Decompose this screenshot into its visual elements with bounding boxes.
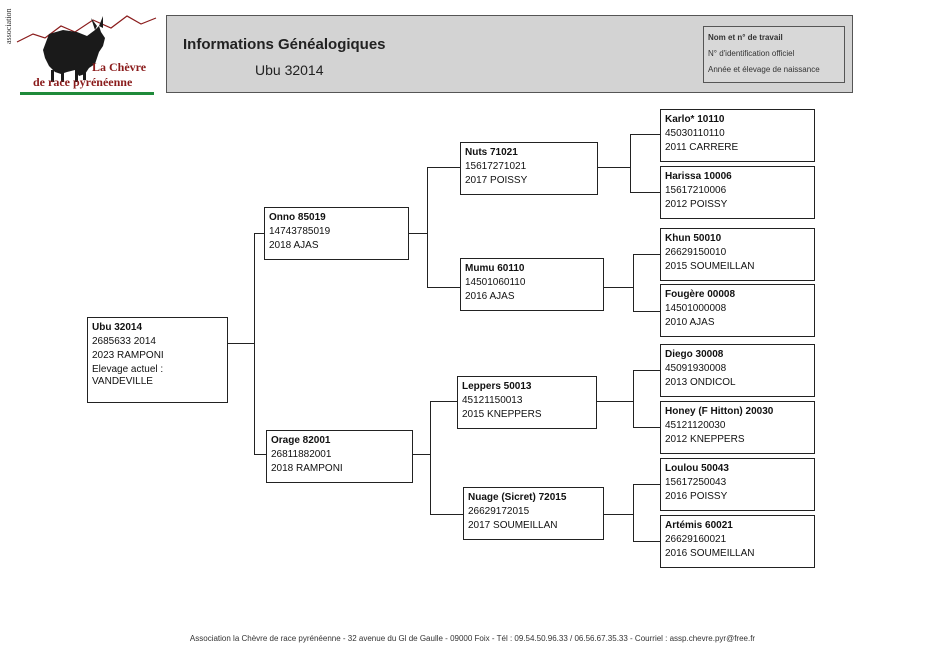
animal-birth: 2010 AJAS: [665, 317, 715, 328]
pedigree-card-ggp: Khun 50010 26629150010 2015 SOUMEILLAN: [660, 228, 815, 281]
logo-vertical-text: association: [4, 8, 13, 44]
animal-id: 45121150013: [462, 395, 523, 406]
legend-line-name: Nom et n° de travail: [708, 33, 783, 42]
animal-birth: 2016 POISSY: [665, 491, 728, 502]
animal-birth: 2012 POISSY: [665, 199, 728, 210]
legend-line-id: N° d'identification officiel: [708, 49, 795, 58]
animal-id: 26629150010: [665, 247, 727, 258]
animal-id: 14743785019: [269, 226, 331, 237]
pedigree-card-ggp: Honey (F Hitton) 20030 45121120030 2012 …: [660, 401, 815, 454]
pedigree-card-ggp: Karlo* 10110 45030110110 2011 CARRERE: [660, 109, 815, 162]
animal-id: 45121120030: [665, 420, 726, 431]
footer-address: Association la Chèvre de race pyrénéenne…: [189, 634, 756, 643]
logo-name-line1: La Chèvre: [92, 60, 147, 74]
legend-line-birth: Année et élevage de naissance: [708, 65, 820, 74]
animal-id: 14501000008: [665, 303, 727, 314]
animal-id: 26629160021: [665, 534, 727, 545]
animal-id: 26629172015: [468, 506, 530, 517]
logo-name-line2: de race pyrénéenne: [33, 75, 133, 89]
pedigree-card-ggp: Harissa 10006 15617210006 2012 POISSY: [660, 166, 815, 219]
animal-birth: 2015 SOUMEILLAN: [665, 261, 755, 272]
pedigree-card-ggp: Diego 30008 45091930008 2013 ONDICOL: [660, 344, 815, 397]
logo-underline: [20, 92, 154, 95]
animal-birth: 2011 CARRERE: [665, 142, 739, 153]
breeder-label: Elevage actuel :: [92, 364, 164, 375]
animal-id: 15617250043: [665, 477, 727, 488]
animal-name: Mumu 60110: [465, 263, 525, 274]
pedigree-card-dam: Orage 82001 26811882001 2018 RAMPONI: [266, 430, 413, 483]
pedigree-card-sire: Onno 85019 14743785019 2018 AJAS: [264, 207, 409, 260]
animal-id: 15617271021: [465, 161, 527, 172]
animal-birth: 2018 AJAS: [269, 240, 319, 251]
pedigree-card-ggp: Artémis 60021 26629160021 2016 SOUMEILLA…: [660, 515, 815, 568]
pedigree-card-ggp: Fougère 00008 14501000008 2010 AJAS: [660, 284, 815, 337]
animal-id: 26811882001: [271, 449, 332, 460]
pedigree-card-dam-dam: Nuage (Sicret) 72015 26629172015 2017 SO…: [463, 487, 604, 540]
animal-name: Diego 30008: [665, 349, 724, 360]
goat-logo-icon: [16, 15, 157, 82]
animal-name: Nuage (Sicret) 72015: [468, 492, 567, 503]
legend-box: Nom et n° de travail N° d'identification…: [703, 26, 845, 83]
animal-name: Orage 82001: [271, 435, 331, 446]
pedigree-card-subject: Ubu 32014 2685633 2014 2023 RAMPONI Elev…: [87, 317, 228, 403]
animal-birth: 2013 ONDICOL: [665, 377, 736, 388]
animal-birth: 2016 AJAS: [465, 291, 515, 302]
animal-name: Artémis 60021: [665, 520, 733, 531]
animal-name: Karlo* 10110: [665, 114, 725, 125]
animal-birth: 2016 SOUMEILLAN: [665, 548, 755, 559]
animal-birth: 2023 RAMPONI: [92, 350, 164, 361]
animal-name: Onno 85019: [269, 212, 326, 223]
pedigree-card-ggp: Loulou 50043 15617250043 2016 POISSY: [660, 458, 815, 511]
animal-name: Fougère 00008: [665, 289, 736, 300]
page-subject: Ubu 32014: [255, 62, 324, 78]
animal-id: 15617210006: [665, 185, 727, 196]
animal-birth: 2017 POISSY: [465, 175, 528, 186]
animal-birth: 2017 SOUMEILLAN: [468, 520, 558, 531]
pedigree-card-dam-sire: Leppers 50013 45121150013 2015 KNEPPERS: [457, 376, 597, 429]
pedigree-card-sire-sire: Nuts 71021 15617271021 2017 POISSY: [460, 142, 598, 195]
pedigree-card-sire-dam: Mumu 60110 14501060110 2016 AJAS: [460, 258, 604, 311]
header-band: Informations Généalogiques Ubu 32014 Nom…: [166, 15, 853, 93]
animal-birth: 2012 KNEPPERS: [665, 434, 745, 445]
animal-id: 2685633 2014: [92, 336, 156, 347]
animal-id: 45030110110: [665, 128, 725, 139]
breeder-name: VANDEVILLE: [92, 376, 153, 387]
animal-name: Honey (F Hitton) 20030: [665, 406, 774, 417]
animal-name: Loulou 50043: [665, 463, 729, 474]
animal-birth: 2015 KNEPPERS: [462, 409, 542, 420]
animal-name: Leppers 50013: [462, 381, 532, 392]
page-title: Informations Généalogiques: [183, 36, 386, 53]
animal-birth: 2018 RAMPONI: [271, 463, 343, 474]
animal-name: Harissa 10006: [665, 171, 732, 182]
animal-name: Nuts 71021: [465, 147, 518, 158]
animal-name: Khun 50010: [665, 233, 722, 244]
animal-name: Ubu 32014: [92, 322, 143, 333]
animal-id: 14501060110: [465, 277, 526, 288]
animal-id: 45091930008: [665, 363, 727, 374]
